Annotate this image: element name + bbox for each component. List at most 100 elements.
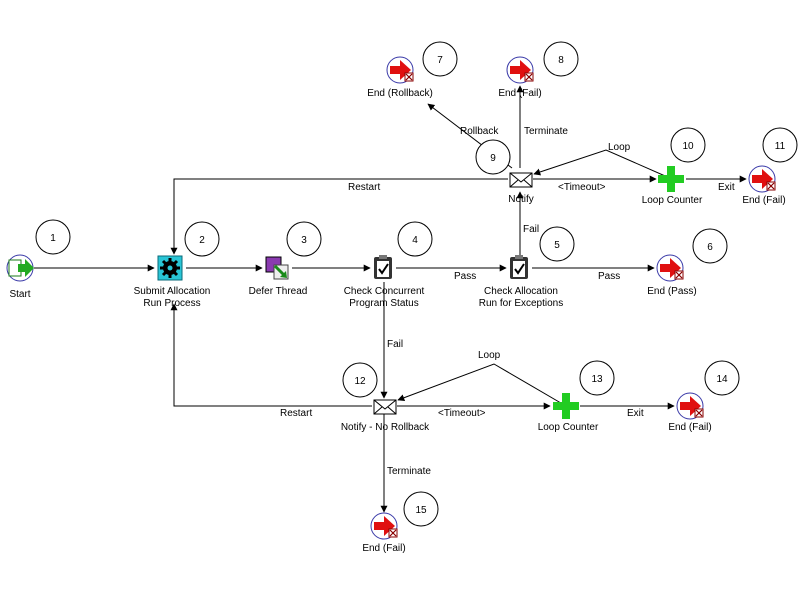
node-label: Check Allocation: [484, 286, 558, 297]
clipboard-check-icon: [373, 254, 393, 280]
edge-label-timeout: <Timeout>: [438, 408, 486, 419]
node-notify[interactable]: Notify: [508, 172, 534, 205]
callout: 8: [543, 41, 579, 77]
node-end-fail-14[interactable]: End (Fail): [668, 392, 712, 433]
plus-icon: [553, 393, 579, 419]
end-icon: [748, 165, 776, 193]
svg-text:4: 4: [412, 235, 418, 246]
edge-labels: Pass Pass Fail Fail Restart Restart <Tim…: [280, 126, 735, 477]
node-label: Defer Thread: [249, 286, 308, 297]
svg-text:15: 15: [415, 505, 427, 516]
callouts: 1 2 3 4 5 6 7 8 9 10 11 12 13 14 15: [35, 41, 798, 527]
end-icon: [386, 56, 414, 84]
node-check-allocation[interactable]: Check Allocation Run for Exceptions: [479, 254, 564, 309]
edge-label-pass: Pass: [598, 271, 620, 282]
svg-text:7: 7: [437, 55, 443, 66]
edge-label-rollback: Rollback: [460, 126, 499, 137]
node-label: Program Status: [349, 298, 418, 309]
edge-notifynr-restart: [170, 303, 372, 407]
svg-text:10: 10: [682, 141, 694, 152]
node-label: Submit Allocation: [134, 286, 211, 297]
svg-text:13: 13: [591, 374, 603, 385]
end-icon: [656, 254, 684, 282]
edge-label-loop: Loop: [608, 142, 631, 153]
node-label: End (Fail): [362, 543, 405, 554]
edge-label-exit: Exit: [718, 182, 735, 193]
node-end-fail-15[interactable]: End (Fail): [362, 512, 406, 554]
callout: 9: [475, 139, 511, 175]
plus-icon: [658, 166, 684, 192]
edge-label-restart: Restart: [348, 182, 380, 193]
callout: 4: [397, 221, 433, 257]
node-loop-counter-bottom[interactable]: Loop Counter: [538, 393, 599, 433]
edge-label-loop: Loop: [478, 350, 501, 361]
callout: 7: [422, 41, 458, 77]
end-icon: [370, 512, 398, 540]
node-submit-allocation[interactable]: Submit Allocation Run Process: [134, 255, 211, 309]
end-icon: [676, 392, 704, 420]
node-defer-thread[interactable]: Defer Thread: [249, 256, 308, 297]
node-label: Notify - No Rollback: [341, 422, 430, 433]
envelope-icon: [509, 172, 533, 188]
svg-text:14: 14: [716, 374, 728, 385]
node-end-fail-11[interactable]: End (Fail): [742, 165, 786, 206]
edge-loop-notifynr: [397, 363, 567, 407]
edge-label-fail: Fail: [387, 339, 403, 350]
callout: 6: [692, 228, 728, 264]
svg-text:2: 2: [199, 235, 205, 246]
end-icon: [506, 56, 534, 84]
node-label: End (Pass): [647, 286, 696, 297]
callout: 10: [670, 127, 706, 163]
edge-label-timeout: <Timeout>: [558, 182, 606, 193]
callout: 5: [539, 226, 575, 262]
clipboard-check-icon: [509, 254, 529, 280]
node-label: Run Process: [143, 298, 200, 309]
node-label: Run for Exceptions: [479, 298, 564, 309]
node-end-fail-8[interactable]: End (Fail): [498, 56, 542, 99]
node-label: Loop Counter: [642, 195, 703, 206]
callout: 3: [286, 221, 322, 257]
node-label: End (Fail): [668, 422, 711, 433]
edge-label-restart: Restart: [280, 408, 312, 419]
start-icon: [6, 254, 34, 282]
callout: 12: [342, 362, 378, 398]
svg-text:8: 8: [558, 55, 564, 66]
node-start[interactable]: Start: [6, 254, 34, 300]
callout: 11: [762, 127, 798, 163]
envelope-icon: [373, 399, 397, 415]
callout: 13: [579, 360, 615, 396]
gear-icon: [157, 255, 183, 281]
svg-text:1: 1: [50, 233, 56, 244]
svg-text:6: 6: [707, 242, 713, 253]
svg-text:5: 5: [554, 240, 560, 251]
node-label: Start: [9, 289, 30, 300]
edge-label-terminate: Terminate: [387, 466, 431, 477]
edge-label-pass: Pass: [454, 271, 476, 282]
edge-label-terminate: Terminate: [524, 126, 568, 137]
node-notify-no-rollback[interactable]: Notify - No Rollback: [341, 399, 430, 433]
node-loop-counter-top[interactable]: Loop Counter: [642, 166, 703, 206]
svg-text:11: 11: [775, 141, 786, 152]
callout: 14: [704, 360, 740, 396]
edge-notify-restart: [170, 178, 508, 255]
svg-text:9: 9: [490, 153, 496, 164]
callout: 1: [35, 219, 71, 255]
svg-text:12: 12: [354, 376, 366, 387]
callout: 15: [403, 491, 439, 527]
callout: 2: [184, 221, 220, 257]
edge-loop-notify: [533, 149, 673, 180]
node-label: Notify: [508, 194, 534, 205]
edge-label-fail: Fail: [523, 224, 539, 235]
defer-icon: [265, 256, 289, 280]
svg-text:3: 3: [301, 235, 307, 246]
node-label: End (Fail): [742, 195, 785, 206]
node-label: Check Concurrent: [344, 286, 425, 297]
node-check-concurrent[interactable]: Check Concurrent Program Status: [344, 254, 425, 309]
node-label: End (Rollback): [367, 88, 433, 99]
node-label: End (Fail): [498, 88, 541, 99]
node-label: Loop Counter: [538, 422, 599, 433]
node-end-pass[interactable]: End (Pass): [647, 254, 697, 297]
edge-label-exit: Exit: [627, 408, 644, 419]
node-end-rollback[interactable]: End (Rollback): [367, 56, 433, 99]
